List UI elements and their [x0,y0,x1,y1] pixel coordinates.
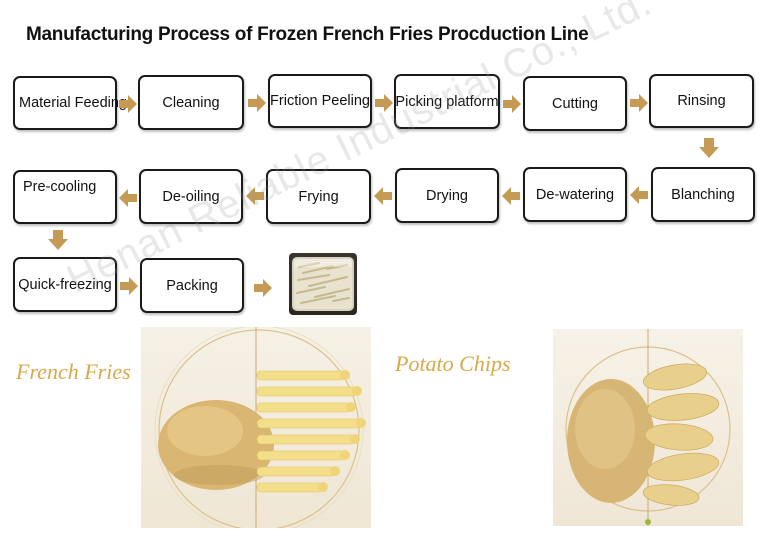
arrow-right-icon [630,94,648,112]
step-label: Rinsing [677,93,726,109]
step-quick-freezing: Quick-freezing [13,257,117,312]
step-cleaning: Cleaning [138,75,244,130]
step-de-oiling: De-oiling [139,169,243,224]
step-friction-peeling: Friction Peeling [268,74,372,128]
packaged-fries-image [289,253,357,315]
arrow-right-icon [248,94,266,112]
arrow-down-icon [699,138,719,158]
arrow-left-icon [630,186,648,204]
step-label: De-watering [535,186,615,203]
arrow-left-icon [502,187,520,205]
step-label: Quick-freezing [18,276,112,293]
step-material-feeding: Material Feeding [13,76,127,130]
step-label: Packing [166,277,218,294]
step-frying: Frying [266,169,371,224]
arrow-right-icon [120,277,138,295]
step-pre-cooling: Pre-cooling [13,170,117,224]
step-label: Cutting [552,95,598,112]
arrow-right-icon [254,279,272,297]
step-label: Friction Peeling [270,93,370,109]
arrow-left-icon [246,187,264,205]
step-cutting: Cutting [523,76,627,131]
frozen-fries-bag-icon [292,257,354,311]
page-title: Manufacturing Process of Frozen French F… [26,24,589,45]
step-packing: Packing [140,258,244,313]
step-label: De-oiling [162,188,220,205]
step-label: Pre-cooling [23,179,97,195]
french-fries-label: French Fries [16,359,131,384]
step-de-watering: De-watering [523,167,627,222]
step-label: Blanching [671,186,735,203]
step-picking-platform: Picking platform [394,74,500,129]
potato-chips-label: Potato Chips [395,351,511,376]
step-blanching: Blanching [651,167,755,222]
arrow-left-icon [119,189,137,207]
step-label: Frying [298,188,339,205]
arrow-right-icon [119,95,137,113]
step-label: Material Feeding [19,95,127,111]
arrow-left-icon [374,187,392,205]
arrow-right-icon [375,94,393,112]
step-label: Cleaning [162,94,220,111]
potato-chips-image [553,329,743,526]
step-rinsing: Rinsing [649,74,754,128]
arrow-down-icon [48,230,68,250]
arrow-right-icon [503,95,521,113]
step-label: Picking platform [395,93,499,110]
french-fries-image [141,327,371,528]
step-label: Drying [426,187,468,204]
step-drying: Drying [395,168,499,223]
